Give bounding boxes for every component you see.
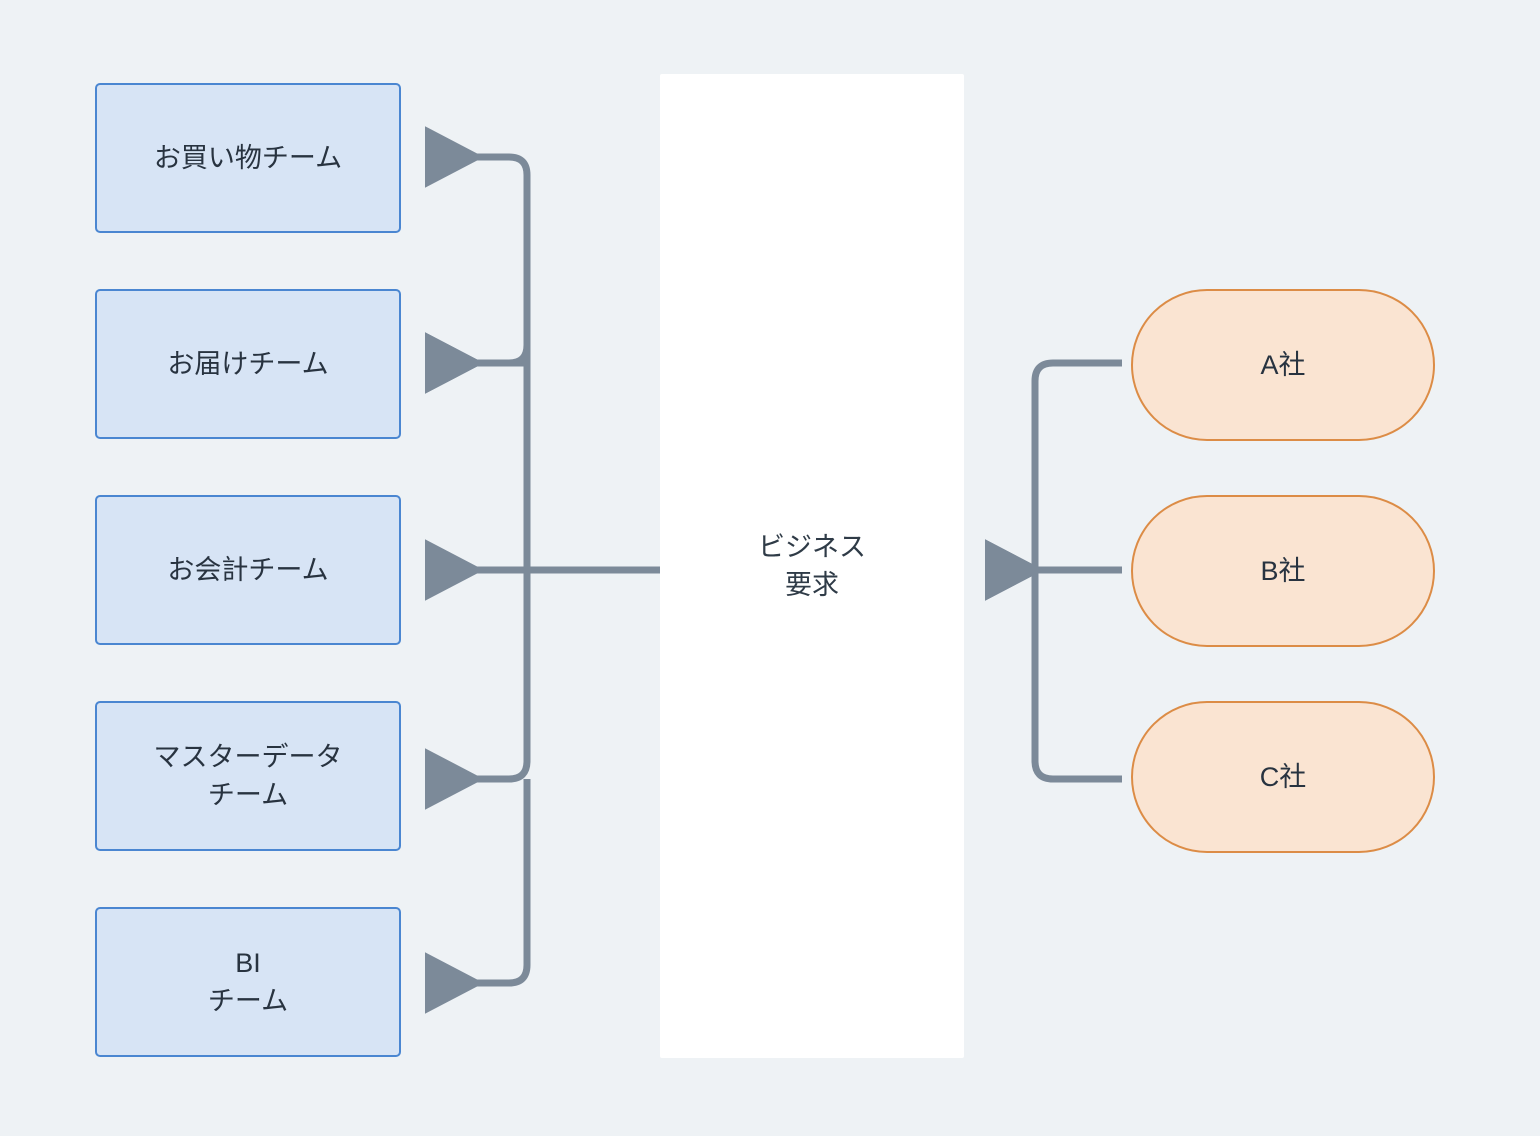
edge-branch-masterdata: [425, 779, 531, 1014]
edge-from-vendor-c: [1031, 570, 1122, 783]
node-delivery-team-label: お届けチーム: [167, 348, 329, 379]
node-delivery-team[interactable]: お届けチーム: [95, 289, 401, 439]
node-accounting-team-label: お会計チーム: [167, 554, 329, 585]
node-business-requirement-label: ビジネス 要求: [758, 531, 866, 600]
node-vendor-a[interactable]: A社: [1131, 289, 1435, 441]
edge-from-vendor-a: [1031, 359, 1122, 570]
edge-trunk-left-upper: [425, 126, 531, 570]
node-masterdata-team[interactable]: マスターデータ チーム: [95, 701, 401, 851]
node-shopping-team[interactable]: お買い物チーム: [95, 83, 401, 233]
node-vendor-a-label: A社: [1260, 349, 1306, 380]
node-vendor-b-label: B社: [1260, 555, 1306, 586]
node-vendor-b[interactable]: B社: [1131, 495, 1435, 647]
node-vendor-c-label: C社: [1259, 761, 1307, 792]
node-accounting-team[interactable]: お会計チーム: [95, 495, 401, 645]
edge-branch-delivery-corner: [425, 332, 531, 394]
node-vendor-c[interactable]: C社: [1131, 701, 1435, 853]
node-masterdata-team-label: マスターデータ チーム: [153, 741, 343, 810]
node-business-requirement[interactable]: ビジネス 要求: [660, 74, 964, 1058]
edge-trunk-left-lower: [425, 570, 531, 810]
node-bi-team[interactable]: BI チーム: [95, 907, 401, 1057]
node-shopping-team-label: お買い物チーム: [153, 142, 343, 173]
node-bi-team-label: BI チーム: [207, 947, 289, 1016]
